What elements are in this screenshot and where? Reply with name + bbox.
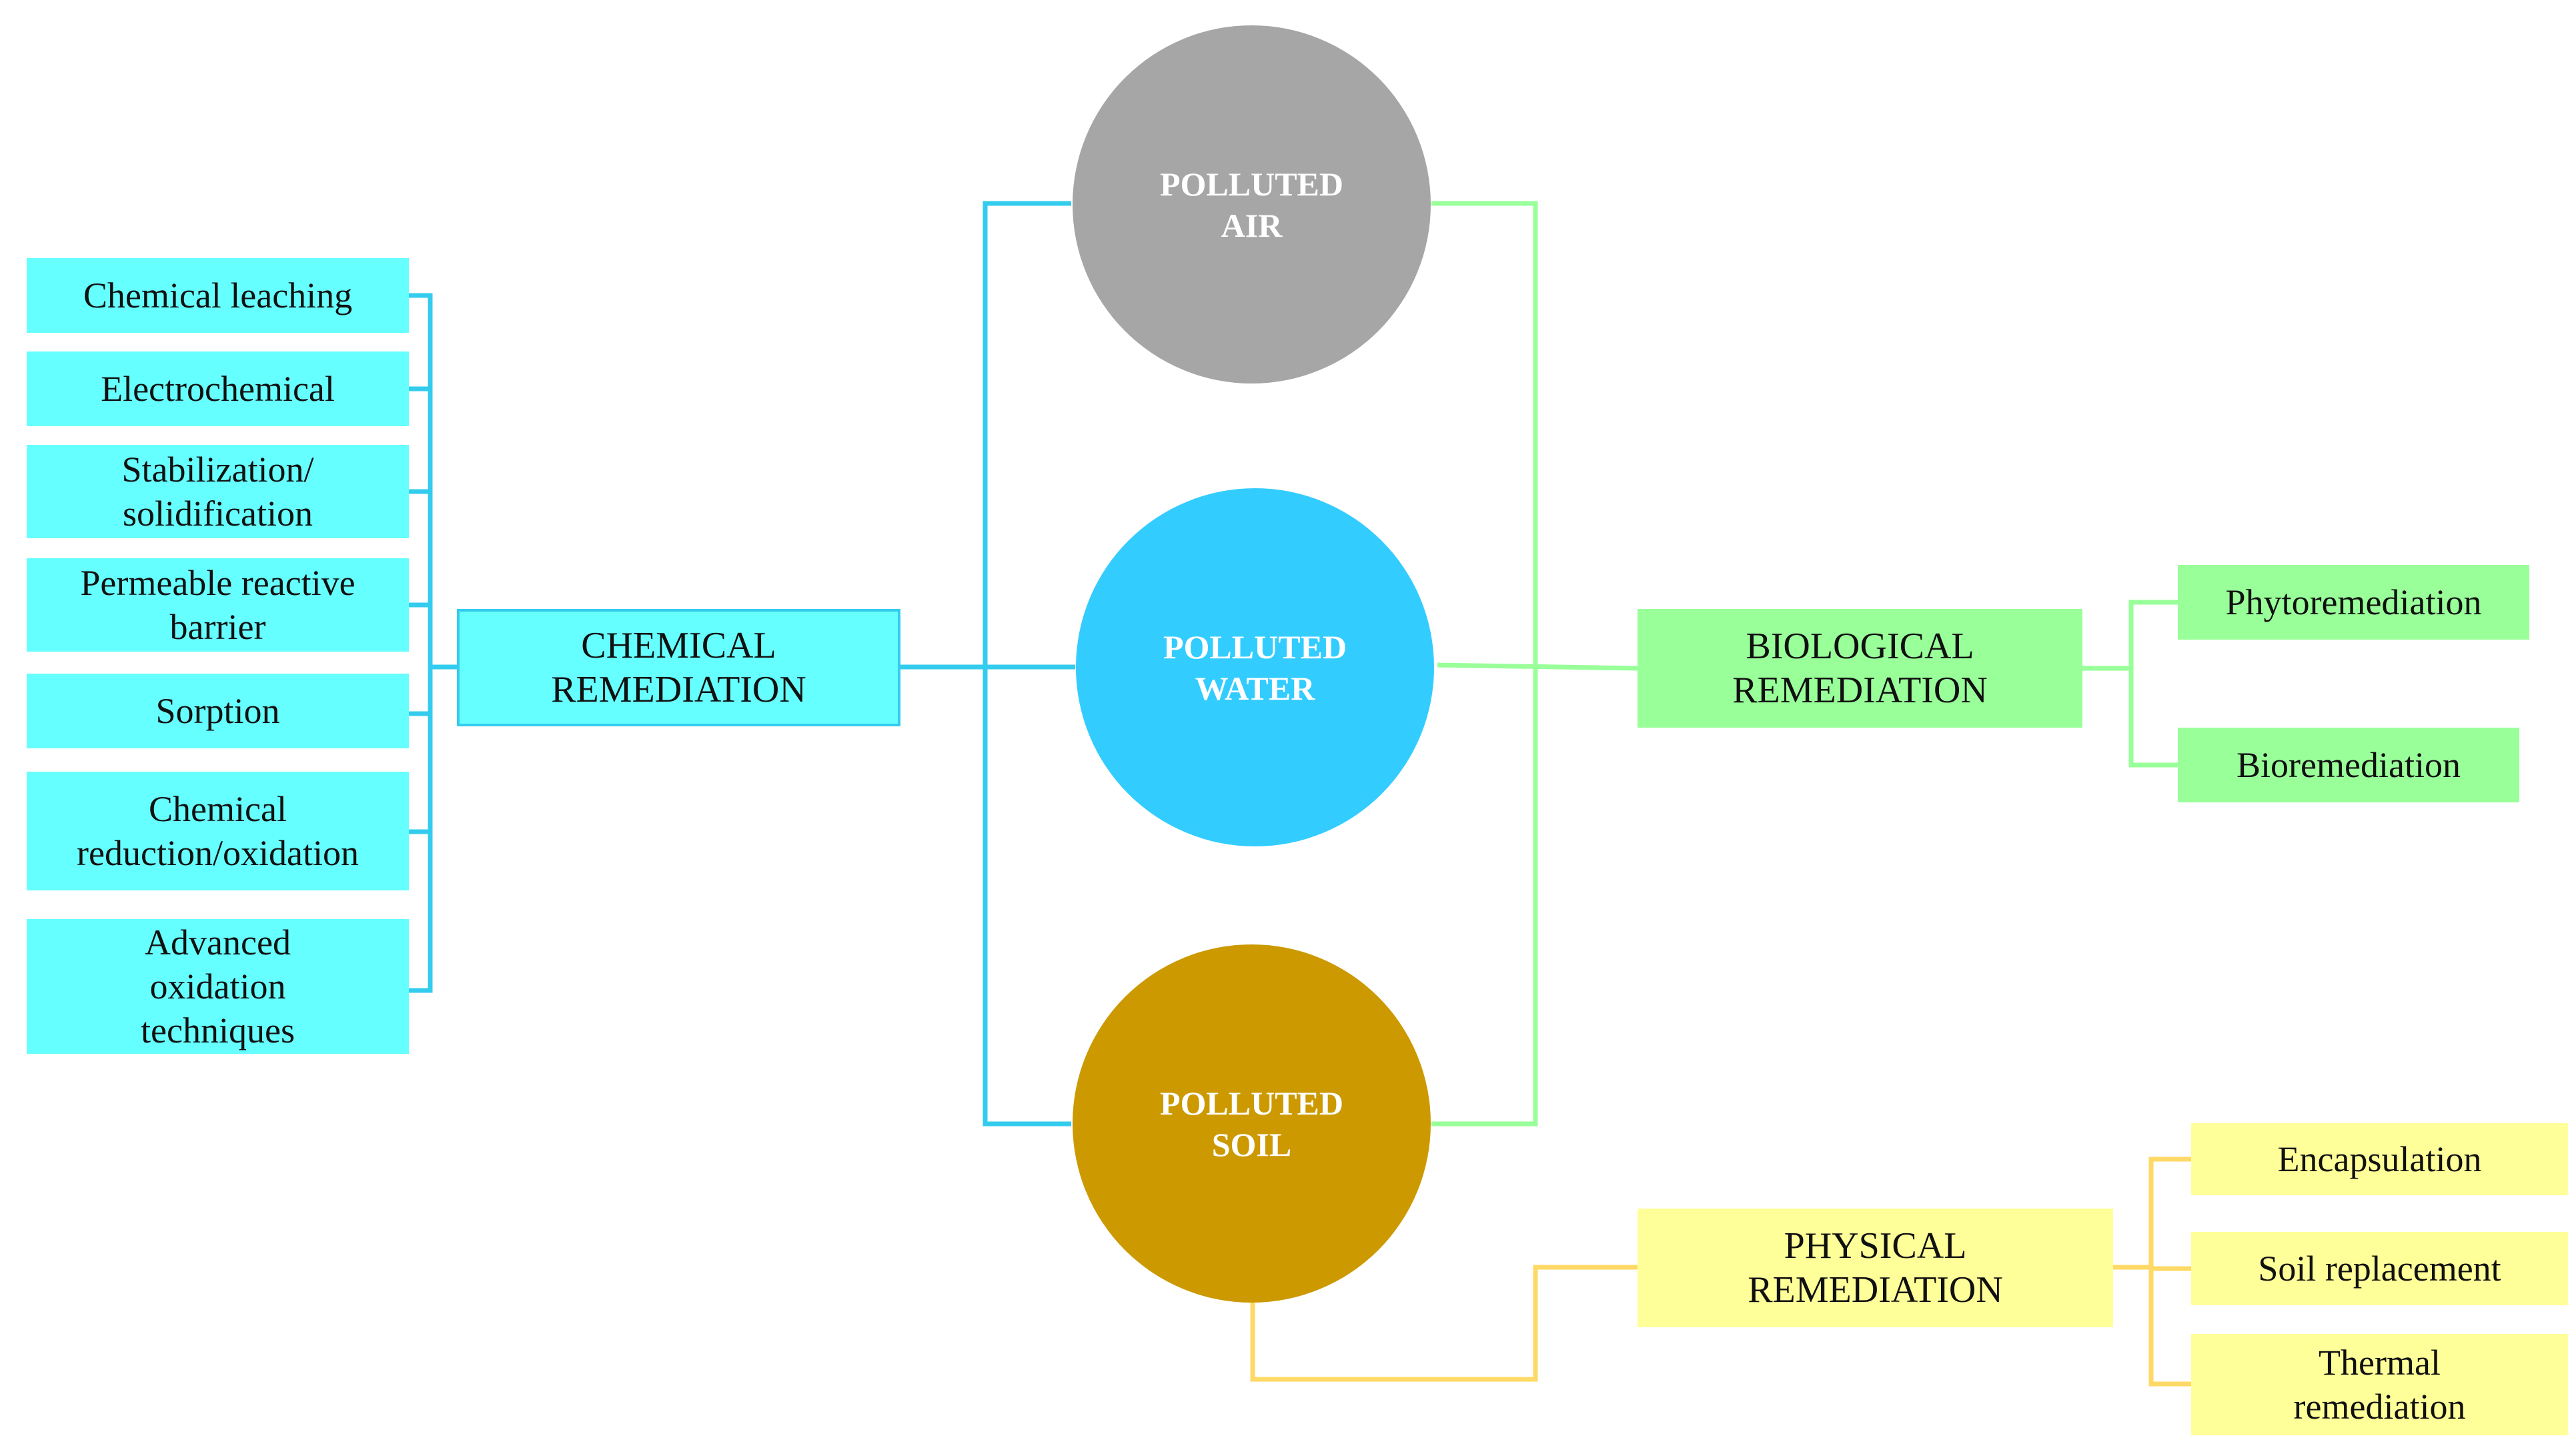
- chemical-method-permeable-reactive-barrier: Permeable reactive barrier: [27, 558, 409, 652]
- polluted-water-label: POLLUTED WATER: [1163, 628, 1347, 707]
- chemical-method-label: Stabilization/ solidification: [121, 450, 314, 534]
- physical-method-thermal-remediation: Thermal remediation: [2191, 1334, 2568, 1435]
- chemical-method-chemical-leaching: Chemical leaching: [27, 258, 409, 333]
- biological-remediation-node: BIOLOGICAL REMEDIATION: [1638, 609, 2082, 728]
- physical-remediation-node: PHYSICAL REMEDIATION: [1638, 1209, 2113, 1327]
- chemical-connectors: [409, 201, 1075, 1127]
- biological-connectors: [1431, 201, 2178, 1127]
- physical-connectors: [1250, 1157, 2191, 1387]
- polluted-air-label: POLLUTED AIR: [1159, 165, 1344, 244]
- biological-remediation-title: BIOLOGICAL REMEDIATION: [1732, 626, 1988, 711]
- physical-remediation-title: PHYSICAL REMEDIATION: [1748, 1225, 2003, 1311]
- polluted-water-circle: POLLUTED WATER: [1076, 488, 1434, 846]
- chemical-method-label: Permeable reactive barrier: [80, 563, 356, 647]
- polluted-air-circle: POLLUTED AIR: [1073, 25, 1431, 384]
- chemical-method-label: Chemical leaching: [83, 275, 353, 315]
- chemical-method-label: Electrochemical: [101, 369, 335, 409]
- biological-method-label: Bioremediation: [2236, 745, 2461, 785]
- physical-method-label: Thermal remediation: [2293, 1343, 2466, 1427]
- chemical-method-stabilization: Stabilization/ solidification: [27, 445, 409, 538]
- chemical-method-reduction-oxidation: Chemical reduction/oxidation: [27, 772, 409, 890]
- chemical-method-electrochemical: Electrochemical: [27, 351, 409, 426]
- chemical-remediation-title: CHEMICAL REMEDIATION: [551, 625, 806, 710]
- chemical-method-label: Chemical reduction/oxidation: [77, 789, 359, 873]
- physical-method-encapsulation: Encapsulation: [2191, 1123, 2568, 1195]
- biological-method-bioremediation: Bioremediation: [2178, 728, 2519, 802]
- physical-method-label: Encapsulation: [2277, 1139, 2482, 1179]
- polluted-soil-circle: POLLUTED SOIL: [1073, 944, 1431, 1303]
- chemical-remediation-node: CHEMICAL REMEDIATION: [457, 609, 900, 726]
- chemical-method-label: Sorption: [155, 691, 280, 731]
- chemical-method-advanced-oxidation: Advanced oxidation techniques: [27, 919, 409, 1054]
- chemical-method-label: Advanced oxidation techniques: [141, 922, 295, 1050]
- biological-method-label: Phytoremediation: [2225, 582, 2482, 622]
- physical-method-label: Soil replacement: [2258, 1249, 2501, 1289]
- chemical-method-sorption: Sorption: [27, 674, 409, 748]
- polluted-soil-label: POLLUTED SOIL: [1159, 1084, 1344, 1163]
- biological-method-phytoremediation: Phytoremediation: [2178, 565, 2529, 640]
- physical-method-soil-replacement: Soil replacement: [2191, 1232, 2568, 1305]
